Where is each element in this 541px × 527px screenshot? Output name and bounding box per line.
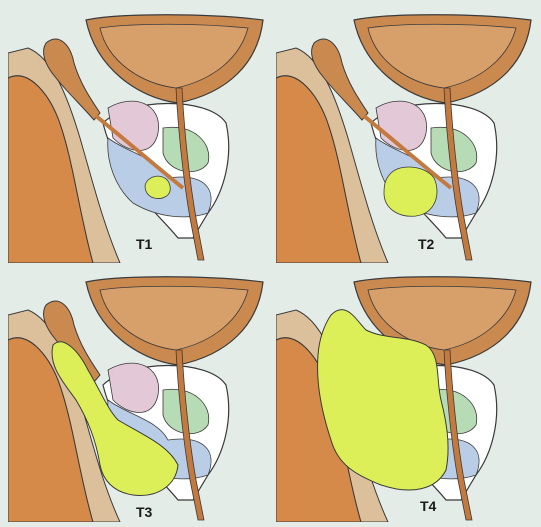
stage-label-t2: T2 bbox=[418, 236, 434, 252]
stage-label-t3: T3 bbox=[136, 504, 152, 520]
t4-anatomy-drawing bbox=[276, 270, 536, 522]
stage-label-t1: T1 bbox=[136, 236, 152, 252]
panel-t1: T1 bbox=[8, 8, 270, 263]
t3-anatomy-drawing bbox=[8, 270, 270, 522]
t1-anatomy-drawing bbox=[8, 8, 270, 263]
tumor-t1 bbox=[145, 176, 170, 198]
tumor-t2 bbox=[384, 167, 437, 216]
t2-anatomy-drawing bbox=[276, 8, 536, 263]
panel-t2: T2 bbox=[276, 8, 536, 263]
panel-t3: T3 bbox=[8, 270, 270, 522]
panel-t4: T4 bbox=[276, 270, 536, 522]
stage-label-t4: T4 bbox=[420, 498, 436, 514]
